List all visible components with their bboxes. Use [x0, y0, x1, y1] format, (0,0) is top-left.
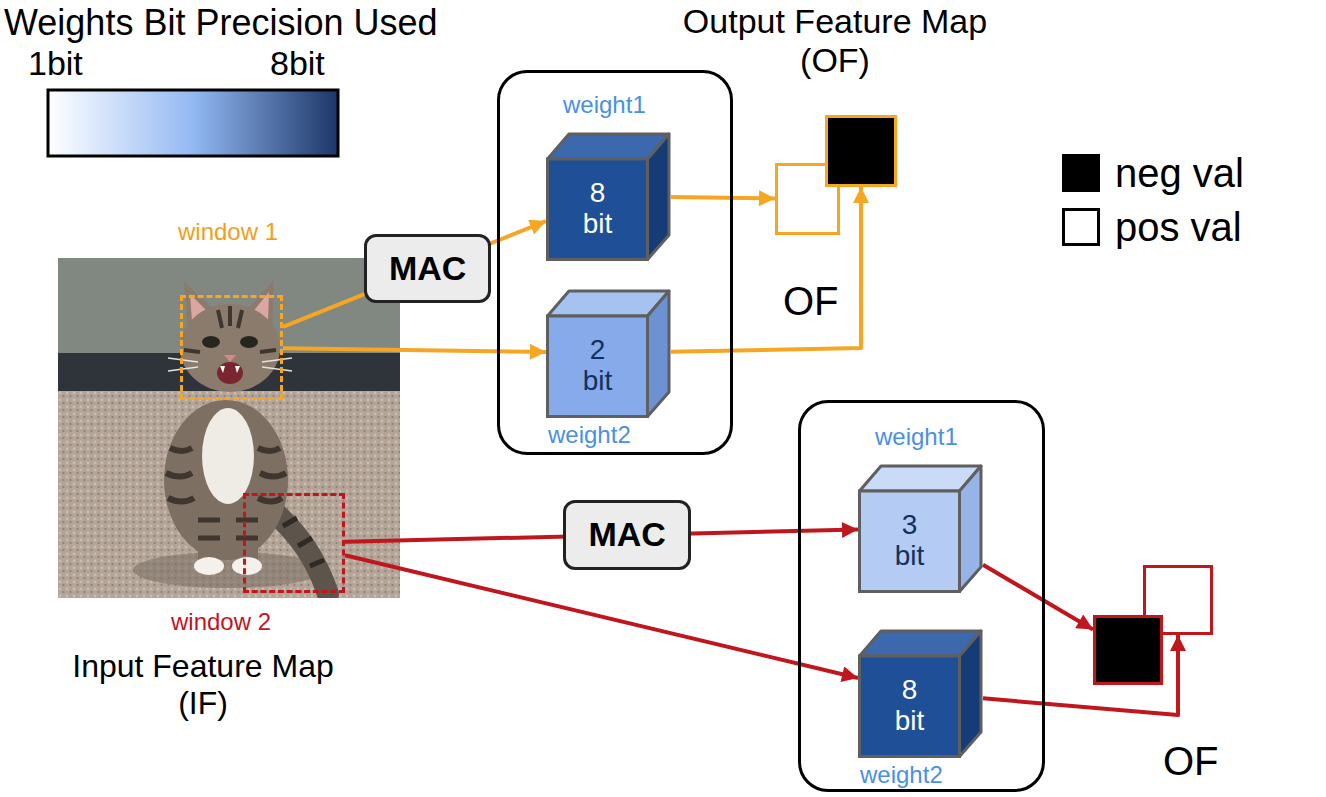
output-heading: Output Feature Map (OF) [660, 2, 1010, 80]
output-label: OF [783, 278, 839, 324]
figure-heading: Weights Bit Precision Used [4, 2, 438, 43]
legend-text: pos val [1115, 204, 1242, 250]
data-flow-arrow [283, 221, 546, 327]
legend-swatch [1062, 154, 1100, 192]
cube-side-face [960, 631, 982, 757]
weight-cube: 8 bitweight2 [858, 628, 983, 758]
output-label: OF [1163, 738, 1219, 784]
cube-outline [546, 131, 671, 261]
cat-photo [240, 336, 258, 348]
mac-operation-box: MAC [563, 500, 690, 569]
weight-label: weight2 [860, 761, 943, 789]
bit-width-label: 8 bit [860, 656, 960, 756]
cat-photo [236, 503, 258, 565]
cat-photo [202, 408, 254, 504]
cat-photo [202, 336, 220, 348]
cube-outline [546, 288, 671, 418]
cat-photo [58, 388, 400, 598]
output-value-square [1093, 615, 1163, 685]
data-flow-arrow [983, 565, 1093, 630]
cube-front-face [860, 491, 960, 592]
bit-width-label: 3 bit [860, 491, 960, 591]
cat-photo [235, 366, 240, 373]
cube-outline [858, 463, 983, 593]
weight-label: weight1 [563, 91, 646, 119]
mac-operation-box: MAC [364, 234, 491, 303]
output-value-square [825, 115, 897, 187]
cat-photo [168, 358, 292, 371]
cat-photo [224, 355, 236, 362]
weight-cube: 2 bitweight2 [546, 288, 671, 418]
cat-photo [198, 503, 220, 565]
sliding-window: window 2 [243, 493, 345, 593]
window-label: window 2 [171, 608, 271, 636]
legend-text: neg val [1115, 150, 1244, 196]
map-caption: Input Feature Map (IF) [60, 648, 346, 722]
data-flow-arrow [671, 197, 775, 199]
cat-photo [220, 366, 225, 373]
weight-cube: weight13 bit [858, 463, 983, 593]
bit-width-label: 8 bit [548, 159, 648, 259]
data-flow-arrow [345, 555, 858, 678]
cube-side-face [648, 134, 670, 260]
legend-entry: pos val [1062, 204, 1242, 250]
scale-max-label: 8bit [270, 44, 325, 83]
weight-group: weight18 bit2 bitweight2 [497, 70, 733, 455]
data-flow-arrow [283, 348, 546, 352]
weight-label: weight2 [548, 421, 631, 449]
cat-photo [194, 557, 224, 575]
weight-group: weight13 bit8 bitweight2 [798, 400, 1045, 792]
legend-swatch [1062, 208, 1100, 246]
cat-photo [217, 362, 243, 384]
cube-front-face [860, 656, 960, 757]
weight-label: weight1 [875, 423, 958, 451]
cat-photo [164, 400, 288, 560]
cat-photo [58, 258, 400, 598]
precision-gradient-bar [48, 90, 338, 156]
weight-cube: weight18 bit [546, 131, 671, 261]
cat-photo [283, 518, 324, 566]
scale-min-label: 1bit [28, 44, 83, 83]
cat-photo [180, 304, 280, 392]
bit-width-label: 2 bit [548, 316, 648, 416]
cube-side-face [960, 466, 982, 592]
cube-outline [858, 628, 983, 758]
sliding-window: window 1 [180, 295, 283, 400]
cat-photo [198, 520, 258, 538]
window-label: window 1 [178, 218, 278, 246]
cat-photo [58, 258, 400, 598]
cube-side-face [648, 291, 670, 417]
cat-photo [184, 306, 276, 352]
legend-entry: neg val [1062, 150, 1244, 196]
cube-front-face [548, 316, 648, 417]
input-feature-map: Input Feature Map (IF)window 1window 2 [58, 258, 400, 598]
cube-front-face [548, 159, 648, 260]
cat-photo [232, 557, 262, 575]
